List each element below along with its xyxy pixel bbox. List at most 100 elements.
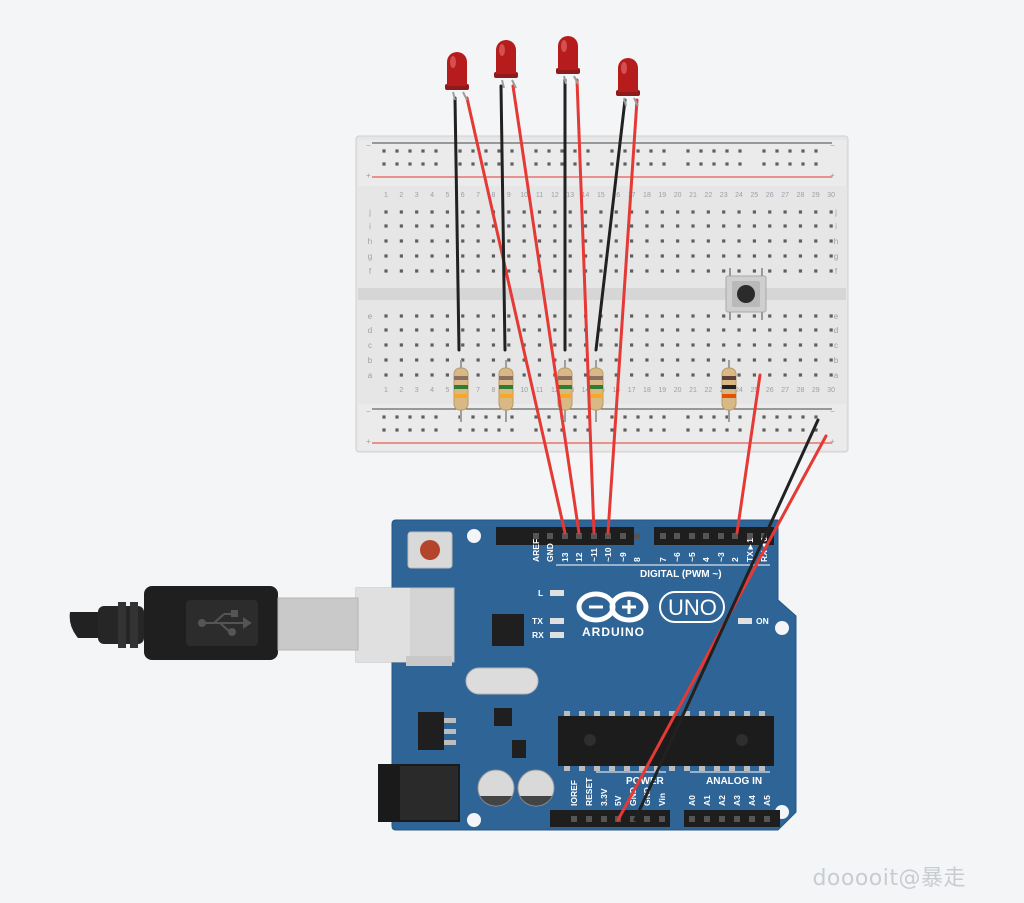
- led-leg: [623, 97, 627, 107]
- breadboard-hole: [599, 343, 603, 347]
- rail-hole: [623, 149, 627, 153]
- breadboard-hole: [768, 358, 772, 362]
- resistor-band: [499, 385, 513, 389]
- breadboard-hole: [445, 373, 449, 377]
- rail-hole: [434, 149, 438, 153]
- column-number-bottom: 18: [643, 387, 651, 394]
- usb-icon: [198, 610, 252, 636]
- column-number-bottom: 26: [766, 387, 774, 394]
- breadboard-hole: [491, 373, 496, 377]
- breadboard-hole: [660, 373, 664, 377]
- pushbutton[interactable]: [725, 268, 767, 320]
- rail-hole: [712, 149, 716, 153]
- chip-leg: [624, 711, 630, 716]
- rail-hole: [725, 415, 729, 419]
- breadboard-hole: [630, 239, 634, 243]
- breadboard-hole: [445, 314, 449, 318]
- chip-leg: [699, 766, 705, 771]
- column-number-top: 20: [674, 192, 682, 199]
- rail-hole: [560, 149, 564, 153]
- breadboard-hole: [706, 328, 710, 332]
- breadboard-hole: [798, 314, 803, 318]
- breadboard-hole: [691, 343, 695, 347]
- breadboard-hole: [614, 239, 618, 243]
- breadboard-hole: [614, 269, 618, 273]
- resistor-band: [589, 385, 603, 389]
- row-letter-right: i: [835, 222, 837, 231]
- rail-hole: [814, 428, 818, 432]
- breadboard-hole: [384, 254, 388, 258]
- resistor-band: [499, 376, 513, 380]
- breadboard-hole: [491, 269, 496, 273]
- digital-pin-label: ~9: [618, 552, 628, 562]
- chip-leg: [714, 766, 720, 771]
- breadboard-hole: [783, 269, 787, 273]
- rail-hole: [712, 162, 716, 166]
- chip-leg: [699, 711, 705, 716]
- header-pin: [586, 816, 592, 822]
- breadboard-hole: [630, 373, 634, 377]
- column-number-bottom: 10: [520, 387, 528, 394]
- chip-leg: [594, 711, 600, 716]
- rail-hole: [484, 162, 488, 166]
- rail-hole: [586, 415, 590, 419]
- breadboard-hole: [507, 314, 511, 318]
- breadboard-hole: [829, 373, 833, 377]
- breadboard-hole: [476, 239, 480, 243]
- rail-hole: [712, 428, 716, 432]
- rail-hole: [382, 428, 386, 432]
- breadboard-hole: [706, 224, 710, 228]
- column-number-top: 18: [643, 192, 651, 199]
- breadboard-hole: [829, 210, 833, 214]
- header-pin: [634, 533, 640, 539]
- rail-hole: [623, 162, 627, 166]
- rail-hole: [471, 428, 475, 432]
- rail-plus-top-right: +: [830, 171, 835, 180]
- reset-button-cap[interactable]: [420, 540, 440, 560]
- breadboard-hole: [676, 314, 680, 318]
- breadboard-hole: [568, 343, 572, 347]
- rail-hole: [408, 428, 412, 432]
- rail-hole: [814, 162, 818, 166]
- chip-leg: [729, 766, 735, 771]
- column-number-bottom: 3: [415, 387, 419, 394]
- rail-hole: [725, 162, 729, 166]
- rail-hole: [686, 149, 690, 153]
- rail-hole: [586, 428, 590, 432]
- rail-hole: [395, 162, 399, 166]
- breadboard-hole: [399, 373, 403, 377]
- resistor: [557, 360, 573, 422]
- breadboard-hole: [415, 239, 419, 243]
- rail-hole: [382, 162, 386, 166]
- breadboard-hole: [737, 328, 741, 332]
- breadboard-hole: [783, 224, 787, 228]
- breadboard-hole: [783, 343, 787, 347]
- rail-hole: [434, 428, 438, 432]
- breadboard-hole: [706, 254, 710, 258]
- rail-hole: [573, 428, 577, 432]
- crystal-oscillator: [465, 667, 539, 695]
- breadboard-hole: [415, 343, 419, 347]
- rail-hole: [547, 162, 551, 166]
- breadboard-hole: [676, 328, 680, 332]
- breadboard-hole: [829, 358, 833, 362]
- breadboard-hole: [706, 314, 710, 318]
- rail-hole: [814, 149, 818, 153]
- breadboard-hole: [583, 239, 588, 243]
- rail-plus-bottom-left: +: [366, 437, 371, 446]
- column-number-bottom: 4: [430, 387, 434, 394]
- breadboard-hole: [691, 314, 695, 318]
- chip-leg: [624, 766, 630, 771]
- breadboard-hole: [676, 358, 680, 362]
- breadboard-hole: [522, 358, 526, 362]
- wire-led1-cathode: [453, 96, 461, 352]
- usb-controller-chip: [492, 614, 524, 646]
- breadboard-hole: [630, 210, 634, 214]
- breadboard-hole: [614, 343, 618, 347]
- breadboard-hole: [737, 239, 741, 243]
- rail-hole: [699, 428, 703, 432]
- column-number-top: 7: [476, 192, 480, 199]
- led-dome: [618, 58, 638, 92]
- breadboard-hole: [491, 328, 496, 332]
